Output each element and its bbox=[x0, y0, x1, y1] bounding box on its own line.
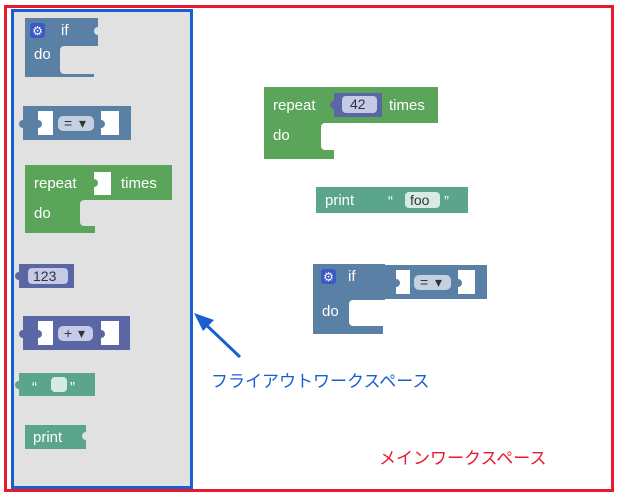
gear-icon[interactable] bbox=[30, 23, 45, 38]
pointer-arrow bbox=[194, 313, 242, 359]
quote-close: ” bbox=[70, 379, 75, 396]
main-workspace[interactable] bbox=[4, 5, 614, 492]
text-field[interactable] bbox=[51, 377, 67, 392]
flyout-print-block[interactable]: print bbox=[25, 425, 86, 449]
times-label: times bbox=[389, 97, 425, 114]
print-label: print bbox=[33, 429, 63, 446]
compare-op: = bbox=[64, 115, 72, 131]
quote-close: ” bbox=[444, 193, 449, 210]
main-repeat-block[interactable]: repeat 42 times do bbox=[264, 87, 438, 159]
text-value-field[interactable] bbox=[405, 192, 440, 208]
main-if-block[interactable]: ⚙ if do = ▾ bbox=[313, 264, 487, 334]
flyout-workspace[interactable] bbox=[11, 9, 193, 489]
compare-dropdown[interactable] bbox=[58, 116, 94, 131]
flyout-number-block[interactable]: 123 bbox=[15, 264, 74, 288]
number-value: 123 bbox=[33, 268, 57, 284]
chevron-down-icon: ▾ bbox=[78, 325, 85, 341]
chevron-down-icon: ▾ bbox=[79, 115, 86, 131]
if-label: if bbox=[348, 268, 356, 285]
chevron-down-icon: ▾ bbox=[435, 274, 442, 290]
svg-text:⚙: ⚙ bbox=[323, 270, 334, 284]
flyout-if-block[interactable]: ⚙ if do bbox=[25, 18, 98, 77]
flyout-workspace-label: フライアウトワークスペース bbox=[211, 372, 430, 391]
compare-op: = bbox=[420, 274, 428, 290]
quote-open: “ bbox=[388, 193, 393, 210]
flyout-text-block[interactable]: “ ” bbox=[15, 373, 95, 396]
flyout-repeat-block[interactable]: repeat times do bbox=[25, 165, 172, 233]
main-workspace-label: メインワークスペース bbox=[379, 449, 547, 468]
main-print-block[interactable]: print “ foo ” bbox=[316, 187, 468, 213]
gear-icon[interactable] bbox=[321, 269, 336, 284]
repeat-count-field[interactable] bbox=[342, 96, 377, 113]
do-label: do bbox=[34, 205, 51, 222]
compare-dropdown[interactable] bbox=[414, 275, 451, 290]
svg-text:⚙: ⚙ bbox=[32, 24, 43, 38]
repeat-label: repeat bbox=[34, 175, 77, 192]
repeat-label: repeat bbox=[273, 97, 316, 114]
text-value: foo bbox=[410, 192, 430, 208]
arith-op: + bbox=[64, 325, 72, 341]
do-label: do bbox=[273, 127, 290, 144]
if-label: if bbox=[61, 22, 69, 39]
print-label: print bbox=[325, 192, 355, 209]
times-label: times bbox=[121, 175, 157, 192]
do-label: do bbox=[34, 46, 51, 63]
arith-dropdown[interactable] bbox=[58, 326, 93, 341]
do-label: do bbox=[322, 303, 339, 320]
repeat-count: 42 bbox=[350, 96, 366, 112]
flyout-compare-block[interactable]: = ▾ bbox=[19, 106, 131, 140]
number-field[interactable] bbox=[28, 268, 68, 284]
flyout-arithmetic-block[interactable]: + ▾ bbox=[19, 316, 130, 350]
quote-open: “ bbox=[32, 379, 37, 396]
